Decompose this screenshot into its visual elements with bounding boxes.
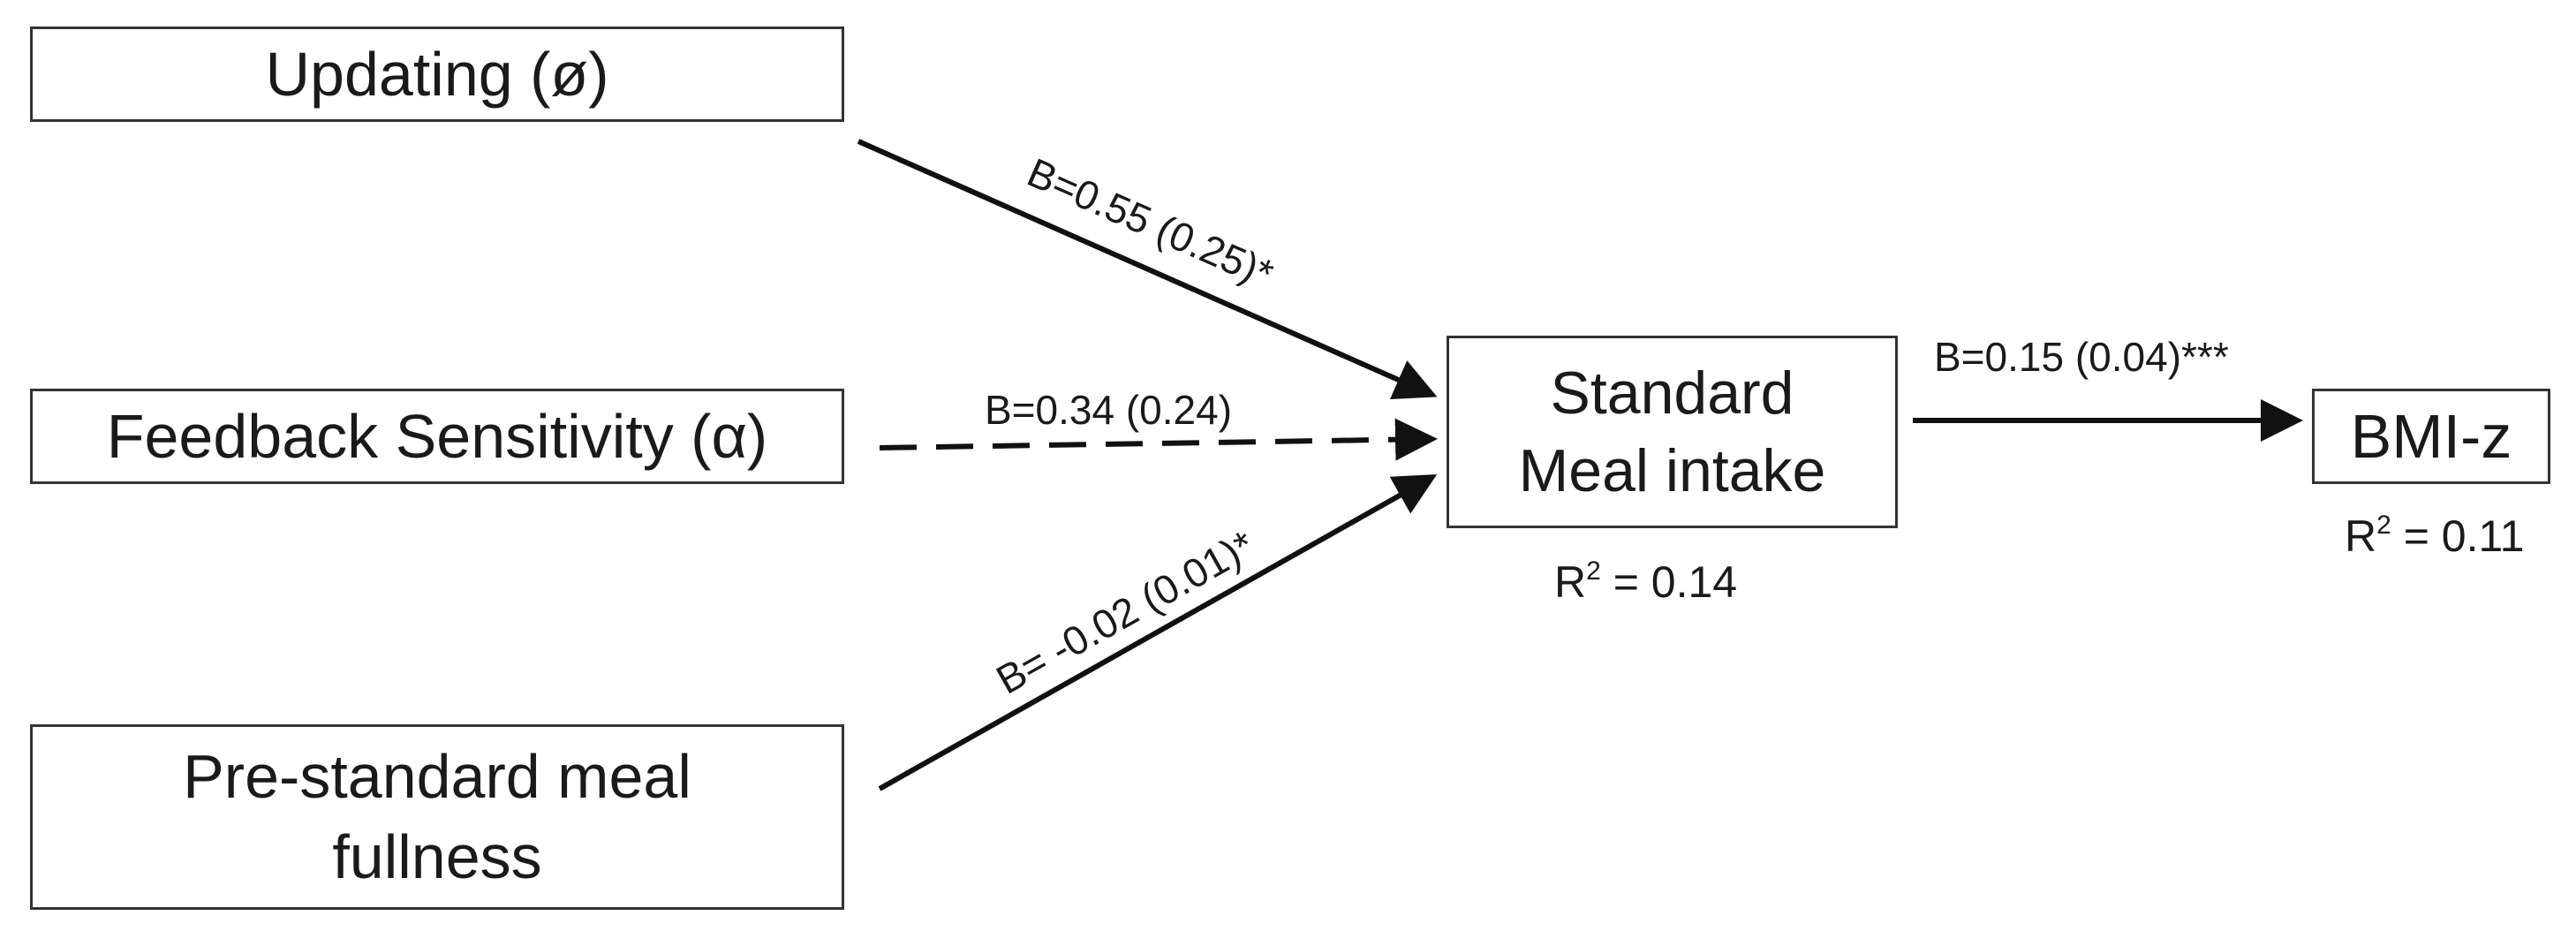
node-standard-line2: Meal intake xyxy=(1518,437,1826,504)
r2-bmi-value: = 0.11 xyxy=(2391,511,2525,561)
arrow-feedback-to-standard xyxy=(879,418,1438,461)
node-pre-standard-line2: fullness xyxy=(332,822,542,891)
r2-standard-meal-intake: R2 = 0.14 xyxy=(1554,556,1737,608)
label-feedback-to-standard: B=0.34 (0.24) xyxy=(985,387,1232,433)
node-standard-line1: Standard xyxy=(1550,359,1794,427)
label-updating-to-standard: B=0.55 (0.25)* xyxy=(1021,149,1280,298)
r2-standard-value: = 0.14 xyxy=(1600,557,1738,607)
node-bmi-z: BMI-z xyxy=(2312,389,2550,484)
arrow-updating-to-standard xyxy=(857,139,1438,399)
arrow-prestandard-to-standard xyxy=(878,474,1438,791)
r2-bmi-prefix: R xyxy=(2345,511,2377,561)
node-bmi-z-label: BMI-z xyxy=(2350,401,2512,471)
node-updating-label: Updating (ø) xyxy=(265,39,609,109)
node-feedback-sensitivity-label: Feedback Sensitivity (α) xyxy=(106,401,768,471)
node-pre-standard-line1: Pre-standard meal xyxy=(183,742,691,811)
label-prestandard-to-standard: B= -0.02 (0.01)* xyxy=(988,521,1262,702)
node-pre-standard-meal-fullness: Pre-standard meal fullness xyxy=(30,724,844,910)
node-updating: Updating (ø) xyxy=(30,26,844,122)
label-standard-to-bmi: B=0.15 (0.04)*** xyxy=(1934,334,2229,380)
r2-bmi-z: R2 = 0.11 xyxy=(2345,511,2524,562)
node-feedback-sensitivity: Feedback Sensitivity (α) xyxy=(30,389,844,484)
node-standard-meal-intake: Standard Meal intake xyxy=(1447,336,1898,528)
r2-bmi-superscript: 2 xyxy=(2376,511,2391,540)
r2-standard-prefix: R xyxy=(1554,557,1587,607)
r2-standard-superscript: 2 xyxy=(1586,556,1601,586)
